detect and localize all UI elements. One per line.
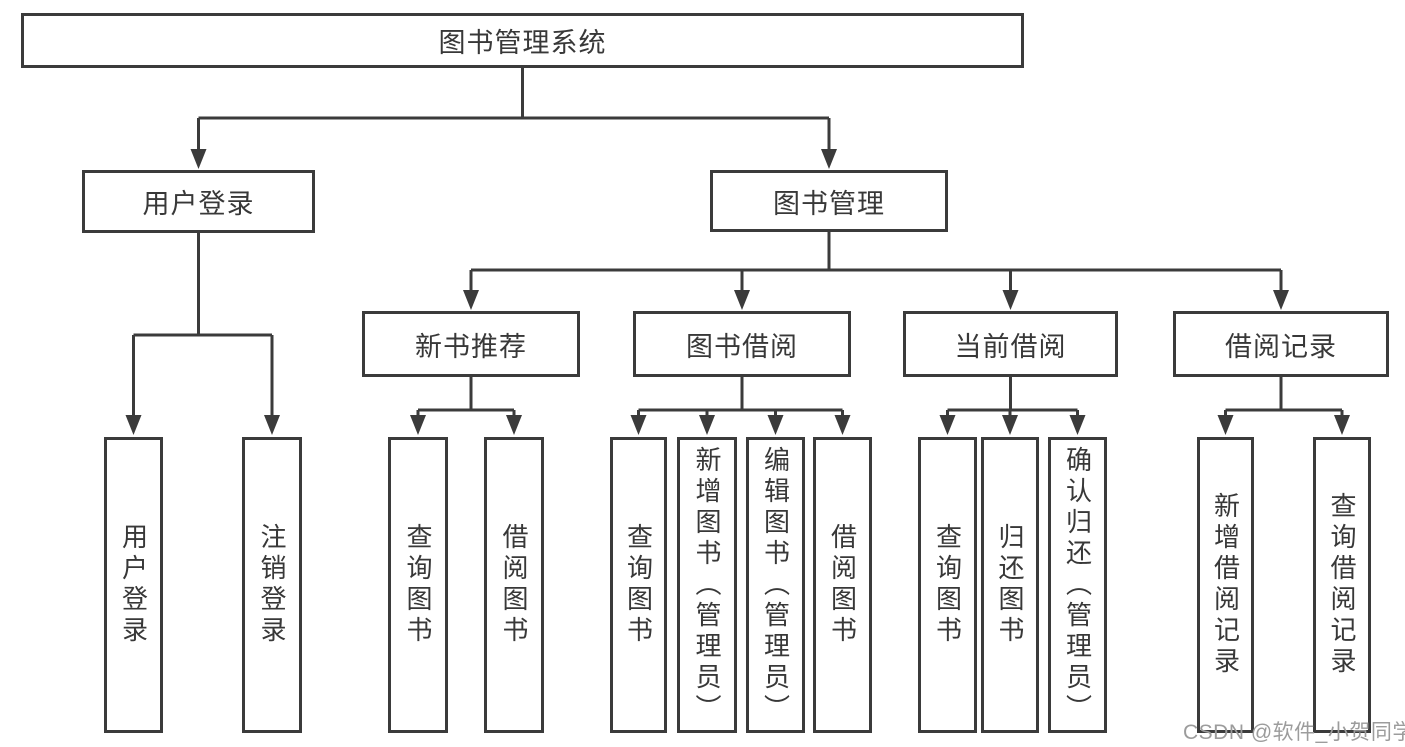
node-label: 用户登录 — [118, 523, 149, 647]
node-label: 当前借阅 — [954, 331, 1067, 362]
node-current-borrowing: 当前借阅 — [903, 311, 1118, 377]
node-label: 查询图书 — [623, 523, 654, 647]
node-label: 新书推荐 — [415, 331, 527, 362]
node-book-borrowing: 图书借阅 — [633, 311, 851, 377]
leaf-user-login: 用户登录 — [104, 437, 163, 733]
node-library-system: 图书管理系统 — [21, 13, 1024, 68]
leaf-query-books-recommend: 查询图书 — [388, 437, 448, 733]
node-label: 注销登录 — [257, 523, 287, 647]
leaf-borrow-books: 借阅图书 — [813, 437, 872, 733]
leaf-query-borrow-record: 查询借阅记录 — [1313, 437, 1371, 733]
leaf-return-books: 归还图书 — [981, 437, 1039, 733]
node-label: 新增借阅记录 — [1210, 492, 1241, 678]
branch-user-login — [125, 233, 280, 435]
node-label: 确认归还（管理员） — [1062, 445, 1093, 725]
node-label: 查询图书 — [403, 523, 433, 647]
node-user-login: 用户登录 — [82, 170, 315, 233]
leaf-edit-book-admin: 编辑图书（管理员） — [746, 437, 805, 733]
leaf-add-book-admin: 新增图书（管理员） — [677, 437, 737, 733]
branch-book-mgmt — [463, 232, 1289, 310]
leaf-borrow-books-recommend: 借阅图书 — [484, 437, 544, 733]
node-label: 查询图书 — [932, 523, 963, 647]
branch-current — [939, 377, 1086, 435]
csdn-watermark: CSDN @软件_小贺同学 — [1183, 721, 1405, 744]
node-borrowing-records: 借阅记录 — [1173, 311, 1389, 377]
node-label: 编辑图书（管理员） — [760, 445, 791, 725]
branch-root — [190, 68, 837, 169]
node-label: 图书借阅 — [686, 331, 798, 362]
node-label: 图书管理系统 — [438, 28, 607, 58]
node-label: 查询借阅记录 — [1327, 492, 1357, 678]
node-label: 新增图书（管理员） — [692, 445, 722, 725]
leaf-confirm-return-admin: 确认归还（管理员） — [1048, 437, 1107, 733]
branch-borrowing — [630, 377, 851, 435]
leaf-query-books-borrowing: 查询图书 — [610, 437, 667, 733]
node-book-management: 图书管理 — [710, 170, 948, 232]
leaf-add-borrow-record: 新增借阅记录 — [1197, 437, 1254, 733]
leaf-query-books-current: 查询图书 — [918, 437, 977, 733]
node-label: 图书管理 — [773, 188, 885, 219]
node-label: 归还图书 — [995, 523, 1025, 647]
branch-records — [1217, 377, 1350, 435]
node-label: 借阅记录 — [1225, 331, 1337, 362]
leaf-logout: 注销登录 — [242, 437, 302, 733]
node-new-book-recommend: 新书推荐 — [362, 311, 580, 377]
node-label: 用户登录 — [142, 189, 255, 219]
node-label: 借阅图书 — [827, 523, 858, 647]
branch-new-book — [410, 377, 522, 435]
node-label: 借阅图书 — [499, 523, 529, 647]
